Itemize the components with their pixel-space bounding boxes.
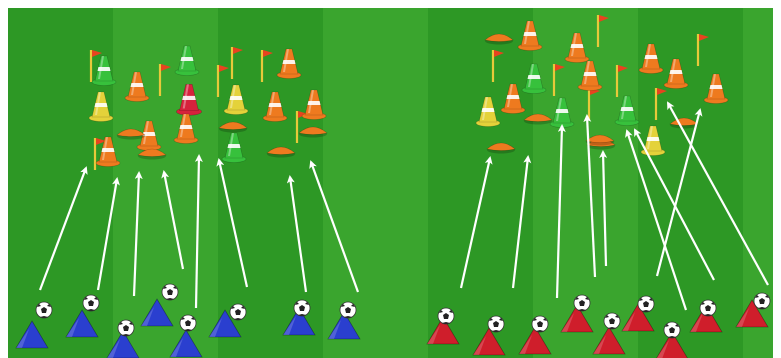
soccer-ball-icon xyxy=(162,284,178,300)
soccer-ball-icon xyxy=(638,296,654,312)
soccer-ball-icon xyxy=(36,302,52,318)
soccer-ball-icon xyxy=(180,315,196,331)
soccer-ball-icon xyxy=(488,316,504,332)
soccer-ball-icon xyxy=(754,293,770,309)
soccer-ball-icon xyxy=(532,316,548,332)
grass-stripe xyxy=(323,8,428,358)
soccer-ball-icon xyxy=(438,308,454,324)
grass-stripe xyxy=(428,8,533,358)
soccer-ball-icon xyxy=(604,313,620,329)
soccer-ball-icon xyxy=(340,302,356,318)
soccer-ball-icon xyxy=(294,300,310,316)
soccer-ball-icon xyxy=(118,320,134,336)
soccer-ball-icon xyxy=(83,295,99,311)
soccer-ball-icon xyxy=(664,322,680,338)
soccer-ball-icon xyxy=(574,295,590,311)
soccer-ball-icon xyxy=(700,300,716,316)
soccer-ball-icon xyxy=(230,304,246,320)
